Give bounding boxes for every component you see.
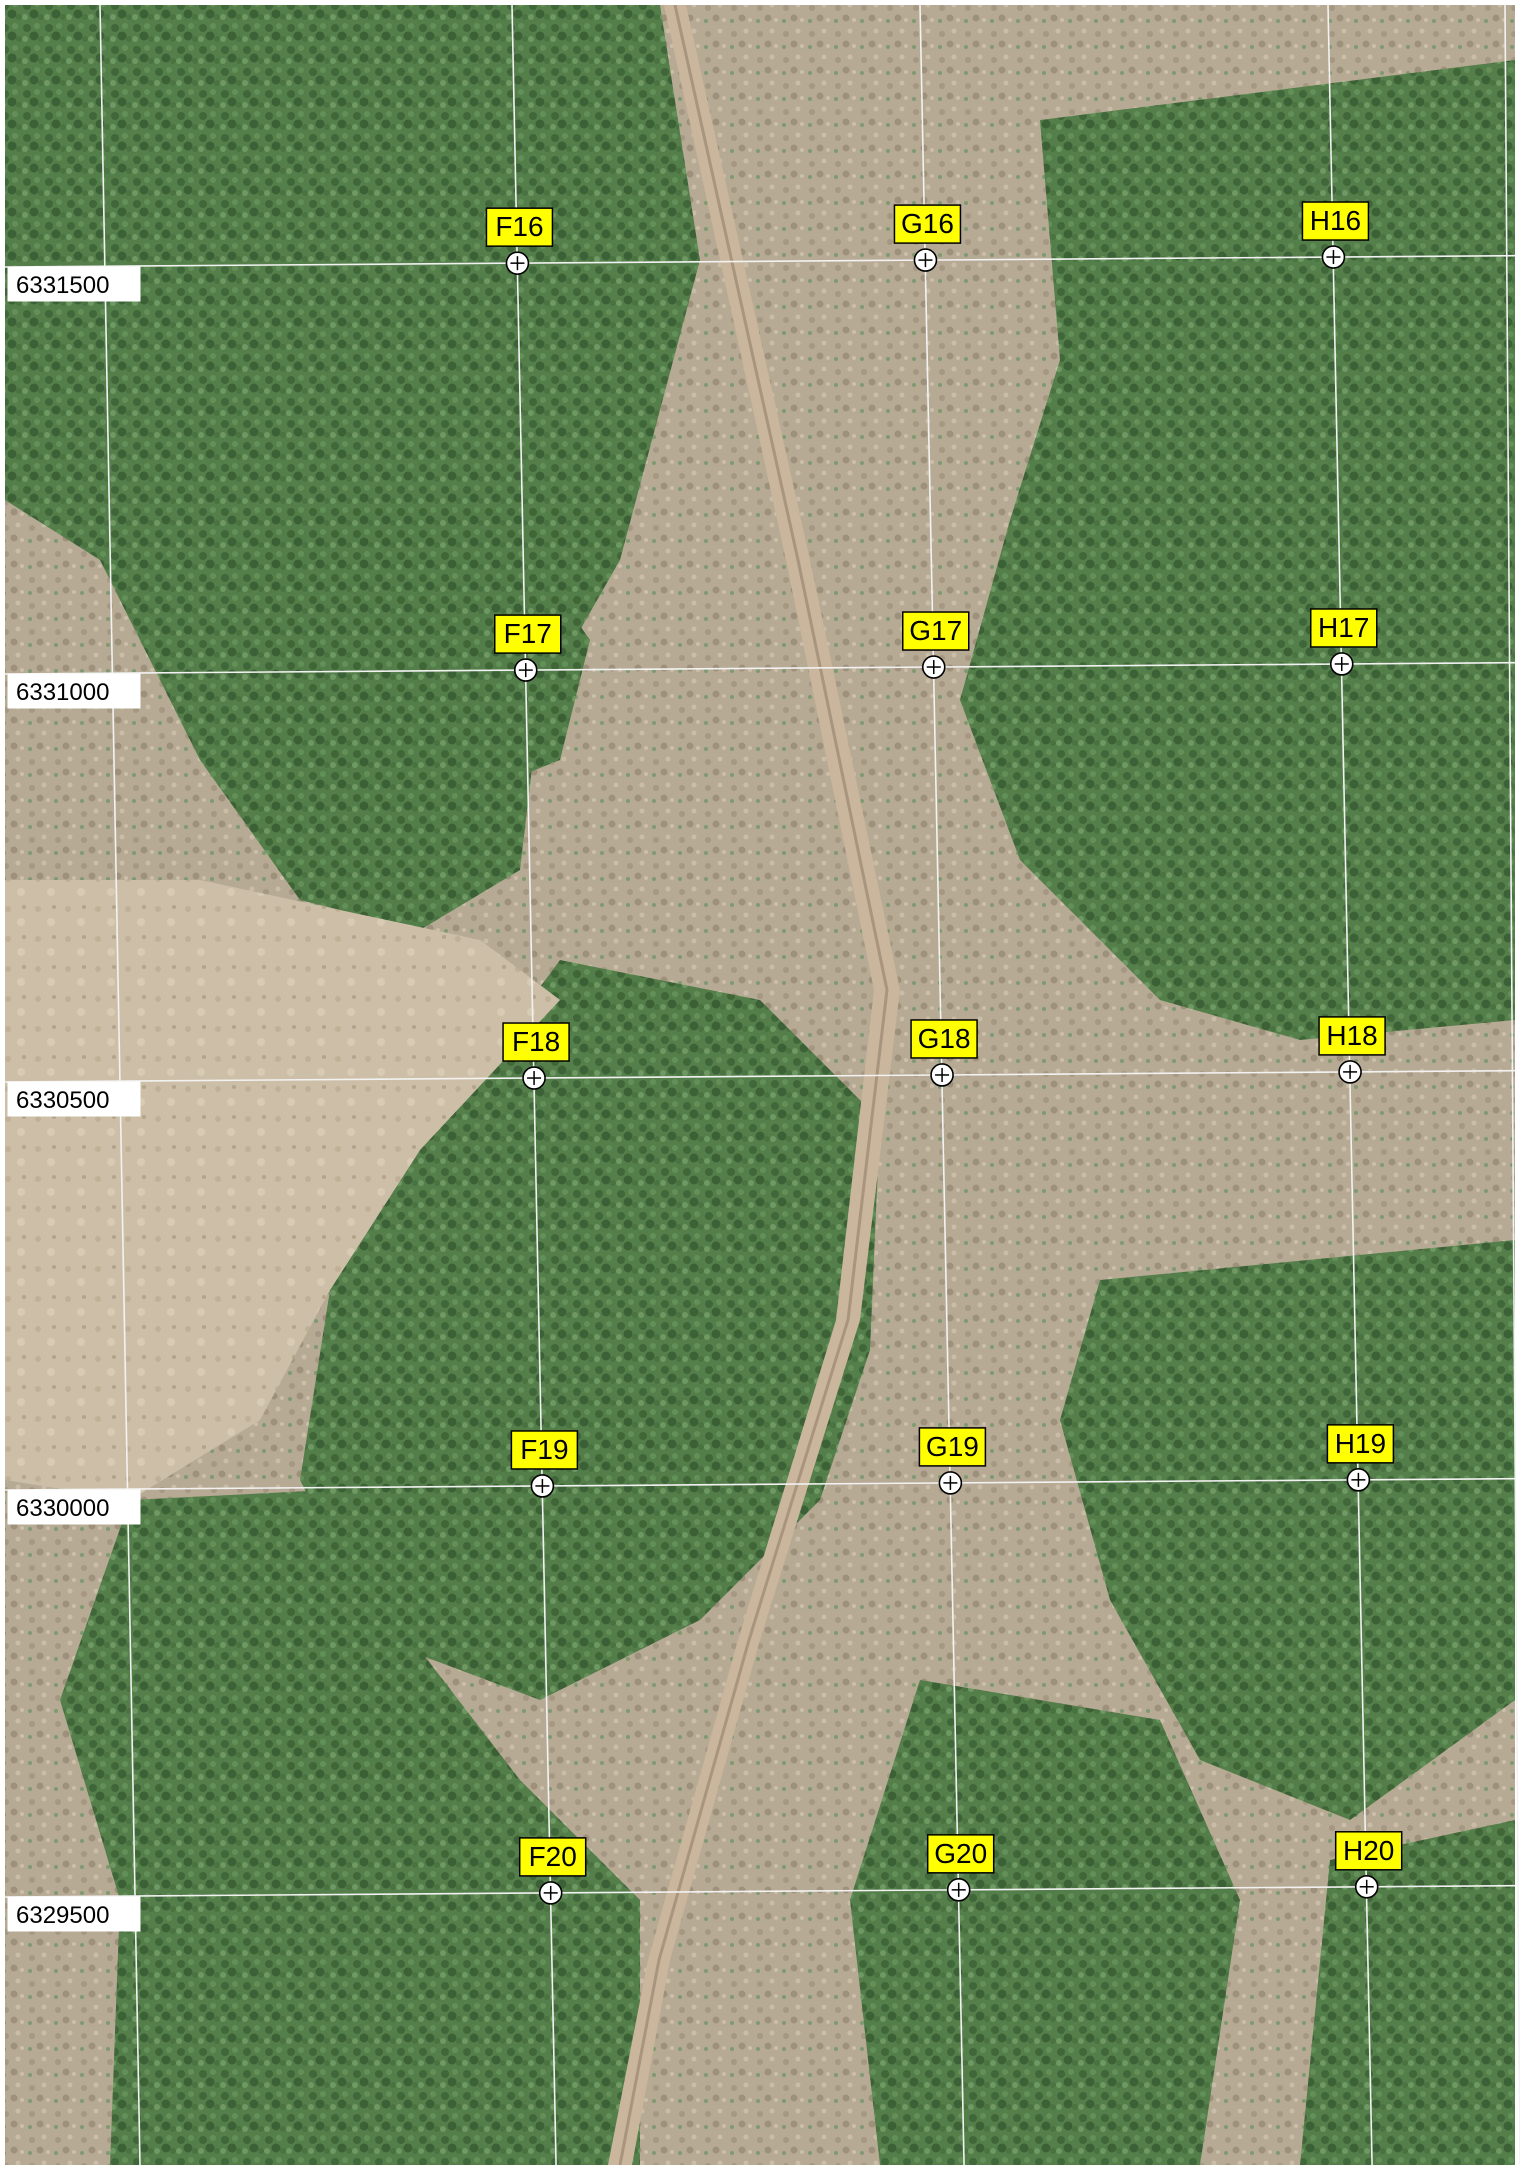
northing-value: 6331000 [16, 679, 109, 706]
point-label: F20 [529, 1841, 577, 1872]
crosshair-circle-icon [1338, 1060, 1362, 1084]
northing-value: 6330500 [16, 1087, 109, 1114]
crosshair-circle-icon [1354, 1874, 1379, 1899]
point-label: F18 [512, 1026, 560, 1057]
point-label-box [1318, 1016, 1386, 1056]
grid-line-northing [4, 1477, 1516, 1491]
grid-line-easting [1327, 4, 1373, 2166]
open-clearing [5, 880, 560, 1500]
point-label: F17 [504, 618, 552, 649]
forest-road [608, 4, 900, 2166]
northing-value: 6329500 [16, 1902, 109, 1929]
crosshair-circle-icon [946, 1878, 971, 1902]
grid-line-northing [4, 1069, 1516, 1083]
point-label: H17 [1318, 612, 1369, 643]
point-label-box [518, 1837, 587, 1877]
point-label: G20 [934, 1838, 987, 1869]
point-label: H20 [1343, 1835, 1394, 1866]
survey-point-h17[interactable]: H17 [1309, 608, 1378, 676]
survey-point-f20[interactable]: F20 [518, 1837, 587, 1905]
point-label: F16 [495, 211, 543, 242]
survey-point-g18[interactable]: G18 [910, 1019, 978, 1087]
crosshair-circle-icon [913, 248, 938, 272]
point-label-box [926, 1834, 995, 1874]
point-label: H18 [1326, 1020, 1377, 1051]
point-label: G19 [926, 1431, 979, 1462]
northing-label: 6329500 [7, 1896, 141, 1932]
survey-point-f19[interactable]: F19 [510, 1430, 579, 1498]
point-label: G17 [909, 615, 962, 646]
crosshair-circle-icon [513, 658, 538, 682]
crosshair-circle-icon [530, 1474, 555, 1498]
point-label-box [485, 207, 554, 247]
crosshair-circle-icon [1321, 245, 1346, 269]
point-label: G18 [918, 1023, 971, 1054]
survey-point-h20[interactable]: H20 [1334, 1831, 1403, 1899]
survey-point-h16[interactable]: H16 [1301, 201, 1370, 269]
grid-line-northing [4, 1884, 1516, 1898]
point-label-box [918, 1427, 987, 1467]
point-label: G16 [901, 208, 954, 239]
point-label-box [502, 1022, 570, 1062]
grid-line-easting [1504, 4, 1520, 2166]
crosshair-circle-icon [921, 655, 946, 679]
point-label: H16 [1310, 205, 1361, 236]
crosshair-circle-icon [538, 1881, 563, 1905]
grid-line-northing [4, 661, 1516, 675]
point-label-box [1334, 1831, 1403, 1871]
northing-label: 6331500 [7, 266, 141, 302]
grid-line-northing [4, 254, 1516, 268]
point-label: H19 [1335, 1428, 1386, 1459]
northing-label: 6330500 [7, 1081, 141, 1117]
northing-value: 6330000 [16, 1495, 109, 1522]
survey-point-f17[interactable]: F17 [493, 614, 562, 682]
crosshair-circle-icon [1346, 1468, 1371, 1492]
survey-point-h19[interactable]: H19 [1326, 1424, 1395, 1492]
point-label-box [510, 1430, 579, 1470]
survey-point-f16[interactable]: F16 [485, 207, 554, 275]
northing-labels: 6331500 6331000 6330500 6330000 6329500 [7, 266, 141, 1932]
point-label-box [893, 204, 962, 244]
northing-label: 6330000 [7, 1489, 141, 1525]
point-label-box [1301, 201, 1370, 241]
crosshair-circle-icon [938, 1471, 963, 1495]
crosshair-circle-icon [522, 1066, 546, 1090]
survey-point-g16[interactable]: G16 [893, 204, 962, 272]
point-label-box [1326, 1424, 1395, 1464]
northing-value: 6331500 [16, 272, 109, 299]
survey-point-g17[interactable]: G17 [901, 611, 970, 679]
point-label-box [910, 1019, 978, 1059]
point-label-box [901, 611, 970, 651]
crosshair-circle-icon [930, 1063, 954, 1087]
point-label-box [493, 614, 562, 654]
point-label: F19 [520, 1434, 568, 1465]
crosshair-circle-icon [505, 251, 530, 275]
crosshair-circle-icon [1329, 652, 1354, 676]
survey-point-g19[interactable]: G19 [918, 1427, 987, 1495]
survey-point-f18[interactable]: F18 [502, 1022, 570, 1090]
survey-point-g20[interactable]: G20 [926, 1834, 995, 1902]
point-label-box [1309, 608, 1378, 648]
survey-point-h18[interactable]: H18 [1318, 1016, 1386, 1084]
northing-label: 6331000 [7, 673, 141, 709]
